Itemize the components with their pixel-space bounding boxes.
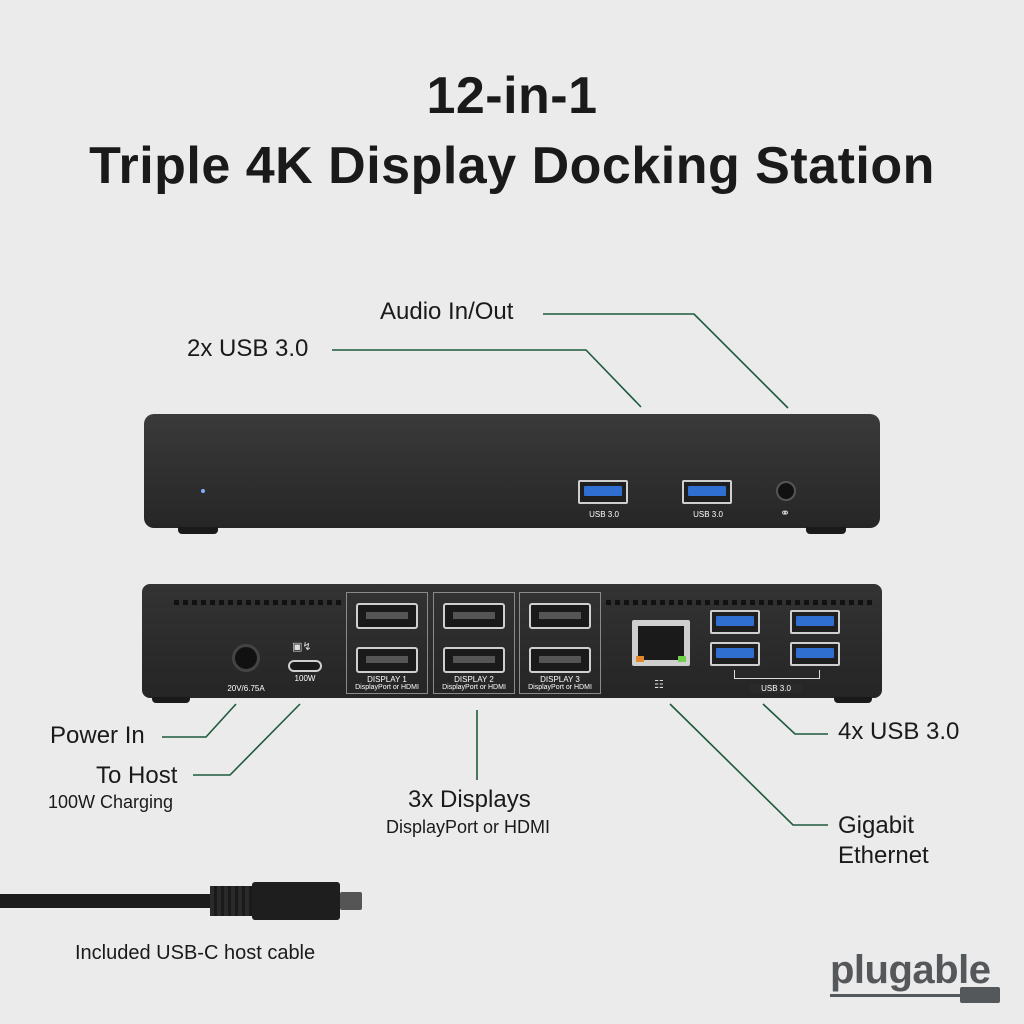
vent-right — [606, 600, 876, 605]
usb-c-cable — [0, 894, 256, 908]
front-usb-port-2 — [682, 480, 732, 504]
usb-rear-callout: 4x USB 3.0 — [838, 718, 960, 745]
front-usb-label-2: USB 3.0 — [693, 510, 723, 519]
laptop-charge-icon: ▣↯ — [292, 641, 312, 653]
displays-subtitle: DisplayPort or HDMI — [386, 817, 551, 837]
front-foot-right — [806, 527, 846, 534]
display-2-sublabel: DisplayPort or HDMI — [442, 684, 506, 691]
display-1-label: DISPLAY 1 — [367, 675, 407, 684]
ethernet-callout-line1: Gigabit — [838, 812, 915, 839]
display-3-sublabel: DisplayPort or HDMI — [528, 684, 592, 691]
rear-usb-port-2 — [710, 642, 760, 666]
cable-strain-relief — [210, 886, 256, 916]
status-led — [201, 489, 205, 493]
host-leader-line — [193, 703, 301, 776]
usb-c-plug — [340, 892, 362, 910]
title-line-2: Triple 4K Display Docking Station — [89, 137, 935, 195]
title-line-1: 12-in-1 — [426, 67, 598, 125]
hdmi-3 — [529, 647, 591, 673]
audio-leader-line — [543, 313, 789, 409]
display-2-label: DISPLAY 2 — [454, 675, 494, 684]
usb-group-label: USB 3.0 — [750, 684, 802, 693]
audio-jack — [776, 481, 796, 501]
front-usb-port-1 — [578, 480, 628, 504]
usbc-power-label: 100W — [294, 674, 316, 683]
to-host-callout: To Host — [96, 762, 178, 789]
audio-callout: Audio In/Out — [380, 298, 514, 325]
power-leader-line — [162, 703, 237, 738]
rear-foot-left — [152, 697, 190, 703]
front-usb-label-1: USB 3.0 — [589, 510, 619, 519]
usb-front-callout: 2x USB 3.0 — [187, 335, 309, 362]
usb-group-bracket — [734, 670, 820, 679]
display-3-group: DISPLAY 3 DisplayPort or HDMI — [519, 592, 601, 694]
rear-usb-port-3 — [790, 610, 840, 634]
displayport-3 — [529, 603, 591, 629]
display-2-group: DISPLAY 2 DisplayPort or HDMI — [433, 592, 515, 694]
logo-cable-mark — [830, 994, 960, 997]
power-jack — [232, 644, 260, 672]
display-1-sublabel: DisplayPort or HDMI — [355, 684, 419, 691]
rear-foot-right — [834, 697, 872, 703]
power-in-callout: Power In — [50, 722, 145, 749]
ethernet-port — [632, 620, 690, 666]
headphone-icon: ⚭ — [780, 506, 791, 520]
vent-left — [174, 600, 342, 605]
logo-wordmark: plugable — [830, 948, 991, 992]
display-3-label: DISPLAY 3 — [540, 675, 580, 684]
ethernet-leader-line — [669, 703, 828, 826]
rear-usb-port-1 — [710, 610, 760, 634]
to-host-subtitle: 100W Charging — [48, 792, 174, 812]
front-foot-left — [178, 527, 218, 534]
dock-rear-view: 20V/6.75A ▣↯ 100W DISPLAY 1 DisplayPort … — [142, 584, 882, 698]
logo-plug-icon — [960, 987, 1000, 1003]
power-spec-label: 20V/6.75A — [227, 684, 265, 693]
displays-callout: 3x Displays — [408, 786, 531, 813]
hdmi-1 — [356, 647, 418, 673]
display-1-group: DISPLAY 1 DisplayPort or HDMI — [346, 592, 428, 694]
cable-connector-housing — [252, 882, 340, 920]
plugable-logo: plugable — [830, 948, 1000, 1008]
network-icon: ☷ — [654, 679, 664, 691]
usb-front-leader-line — [332, 349, 642, 408]
displayport-1 — [356, 603, 418, 629]
usbc-host-port — [288, 660, 322, 672]
cable-caption: Included USB-C host cable — [75, 942, 316, 964]
rear-usb-port-4 — [790, 642, 840, 666]
ethernet-callout-line2: Ethernet — [838, 842, 929, 869]
usb-rear-leader-line — [762, 703, 828, 735]
hdmi-2 — [443, 647, 505, 673]
dock-front-view: USB 3.0 USB 3.0 ⚭ — [144, 414, 880, 528]
displayport-2 — [443, 603, 505, 629]
